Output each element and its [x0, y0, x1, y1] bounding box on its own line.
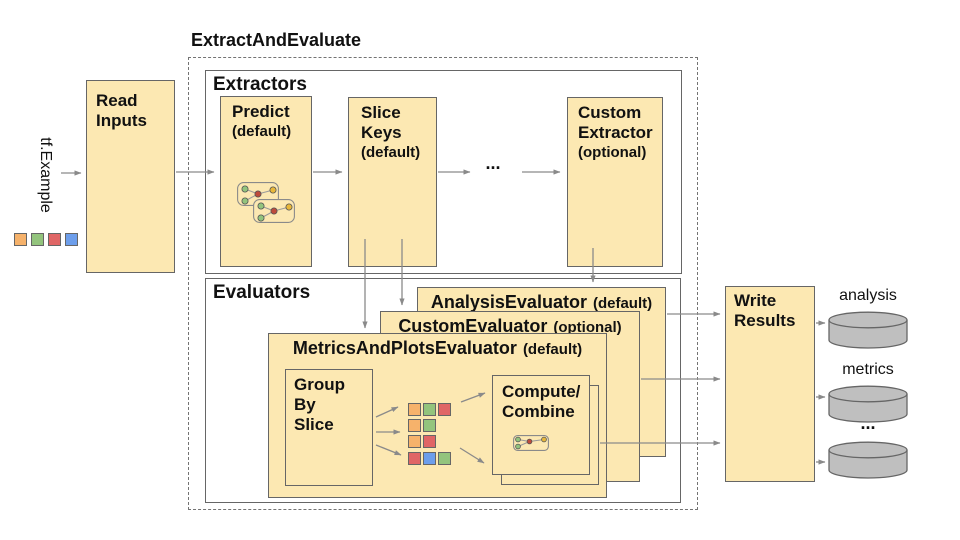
green-square — [423, 403, 436, 416]
blue-square — [423, 452, 436, 465]
custom-extractor-label: Custom Extractor — [578, 103, 653, 143]
metrics-and-plots-evaluator-label: MetricsAndPlotsEvaluator — [292, 338, 517, 358]
extract-and-evaluate-title: ExtractAndEvaluate — [191, 30, 362, 50]
green-square — [423, 419, 436, 432]
group-by-slice-label: Group By Slice — [294, 375, 345, 435]
compute-combine-box: Compute/ Combine — [492, 375, 590, 475]
model-network-icon — [513, 435, 549, 451]
predict-extractor-qualifier: (default) — [232, 123, 292, 141]
analysis-evaluator-label: AnalysisEvaluator — [430, 292, 587, 312]
slice-row — [408, 435, 436, 448]
more-db-icon — [828, 441, 908, 479]
group-by-slice-box: Group By Slice — [285, 369, 373, 486]
extractor-chain-ellipsis: ... — [485, 153, 501, 173]
slice-row — [408, 452, 451, 465]
model-network-icon — [253, 199, 295, 223]
input-squares — [14, 233, 78, 246]
slice-keys-extractor-qualifier: (default) — [361, 144, 421, 162]
extract-and-evaluate-container — [188, 57, 698, 510]
slice-keys-extractor-box: Slice Keys (default) — [348, 97, 437, 267]
blue-square — [65, 233, 78, 246]
slice-row — [408, 419, 436, 432]
extractors-section-label: Extractors — [213, 74, 307, 95]
analysis-output-label: analysis — [839, 287, 897, 304]
green-square — [438, 452, 451, 465]
orange-square — [408, 435, 421, 448]
red-square — [438, 403, 451, 416]
tf-example-label: tf.Example — [37, 137, 54, 213]
red-square — [48, 233, 61, 246]
slice-row — [408, 403, 451, 416]
write-results-label: Write Results — [734, 291, 796, 331]
custom-extractor-box: Custom Extractor (optional) — [567, 97, 663, 267]
predict-extractor-box: Predict (default) — [220, 96, 312, 267]
compute-combine-label: Compute/ Combine — [502, 382, 581, 422]
custom-extractor-qualifier: (optional) — [578, 144, 647, 162]
orange-square — [408, 419, 421, 432]
predict-extractor-label: Predict — [232, 102, 290, 121]
write-results-box: Write Results — [725, 286, 815, 482]
green-square — [31, 233, 44, 246]
metrics-db-icon — [828, 385, 908, 423]
red-square — [423, 435, 436, 448]
custom-evaluator-label: CustomEvaluator — [398, 316, 548, 336]
metrics-output-label: metrics — [842, 361, 894, 378]
red-square — [408, 452, 421, 465]
read-inputs-label: Read Inputs — [96, 91, 147, 131]
read-inputs-box: Read Inputs — [86, 80, 175, 273]
evaluators-section: Evaluators — [205, 278, 681, 503]
analysis-db-icon — [828, 311, 908, 349]
custom-evaluator-qualifier: (optional) — [553, 319, 622, 336]
analysis-evaluator-qualifier: (default) — [592, 295, 653, 312]
metrics-and-plots-evaluator-qualifier: (default) — [522, 341, 583, 358]
slice-keys-extractor-label: Slice Keys — [361, 103, 402, 143]
more-outputs-ellipsis: ... — [860, 413, 876, 433]
orange-square — [408, 403, 421, 416]
evaluators-section-label: Evaluators — [213, 282, 311, 303]
orange-square — [14, 233, 27, 246]
